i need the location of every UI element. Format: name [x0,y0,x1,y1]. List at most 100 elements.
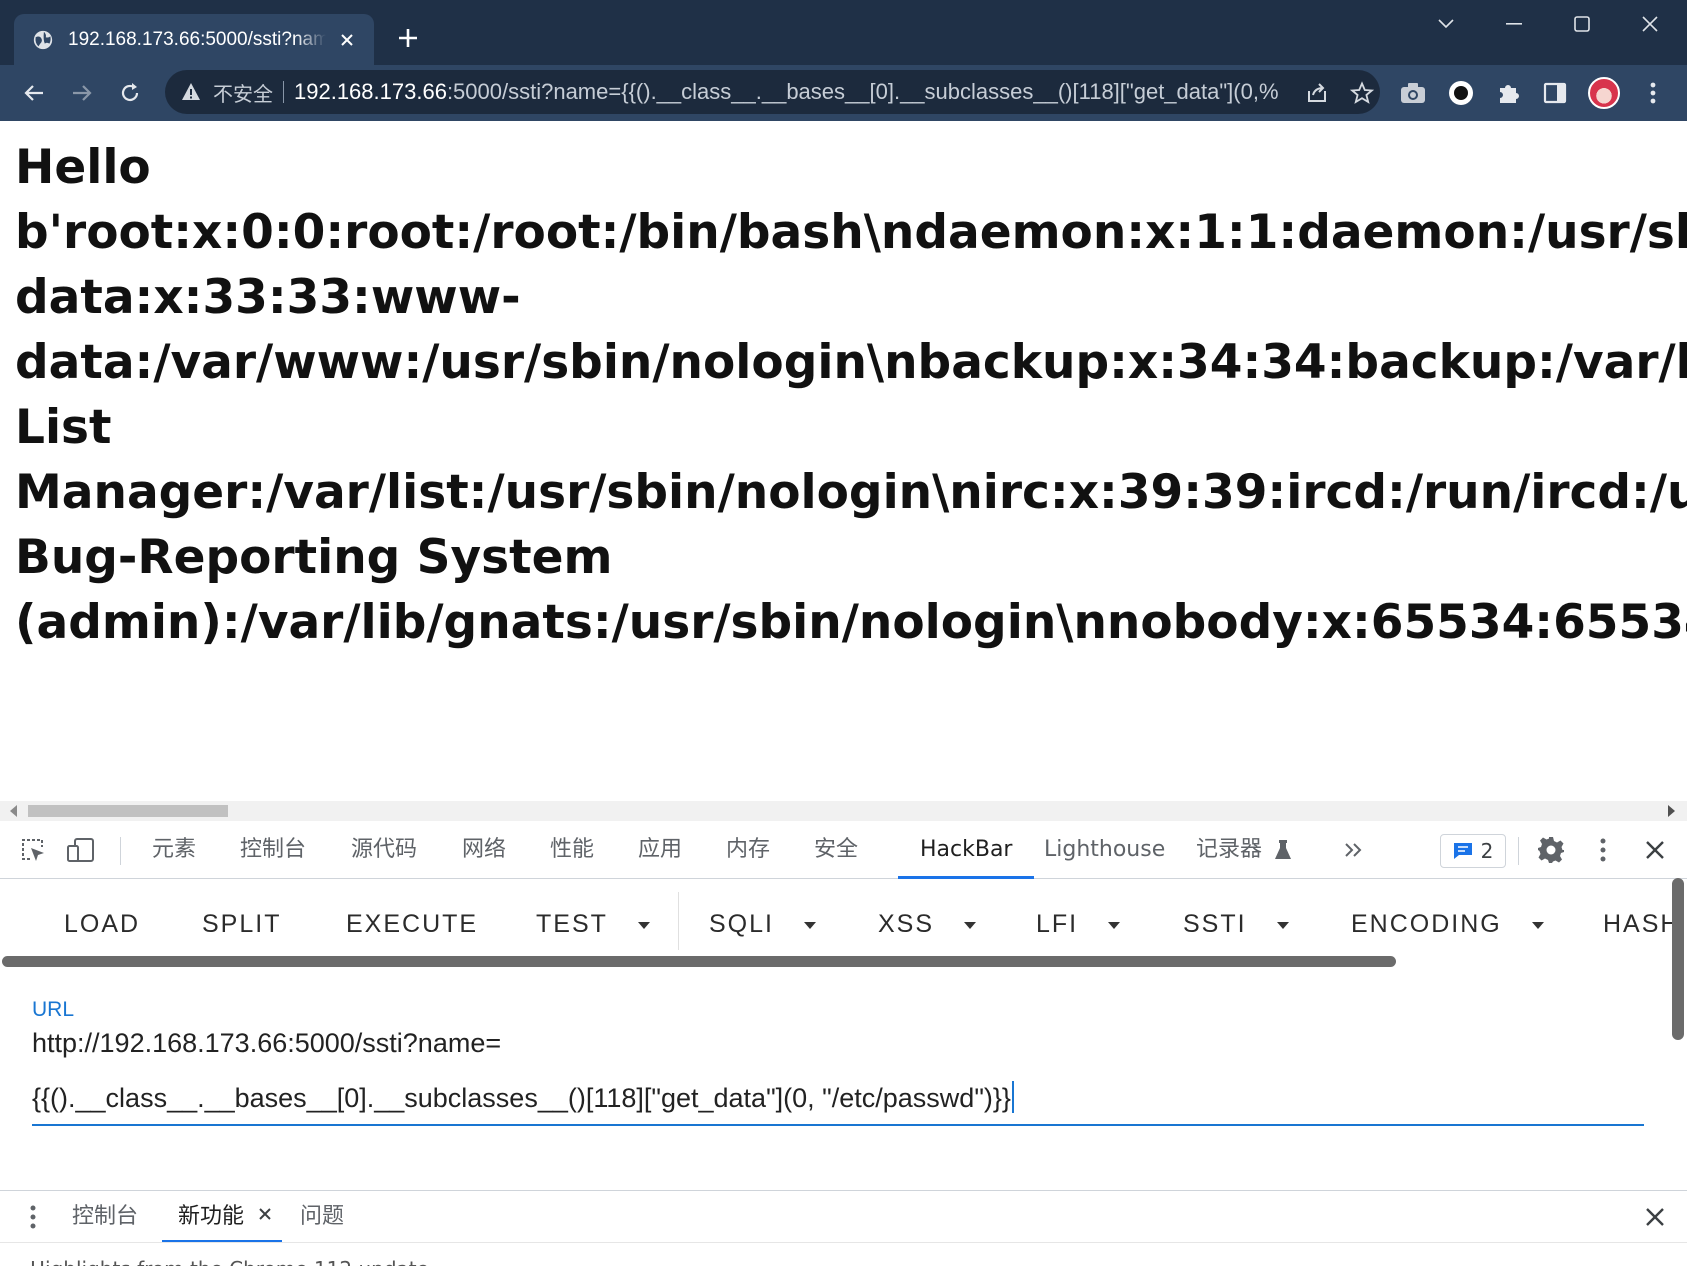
tab-recorder[interactable]: 记录器 [1196,837,1263,862]
maximize-button[interactable] [1558,8,1606,40]
xss-label: XSS [878,910,935,938]
tab-lighthouse[interactable]: Lighthouse [1044,837,1166,862]
lfi-label: LFI [1036,910,1079,938]
close-devtools-icon[interactable] [1640,835,1670,865]
drawer-content: Highlights from the Chrome 112 update [0,1242,1687,1266]
plus-icon [399,29,417,47]
tab-search-button[interactable] [1422,8,1470,40]
url-field-line: {{().__class__.__bases__[0].__subclasses… [32,1081,1014,1114]
sqli-label: SQLI [709,910,774,938]
profile-avatar[interactable] [1588,77,1620,109]
omnibox-divider [283,81,284,103]
close-drawer-tab-icon[interactable] [258,1206,272,1225]
ssti-label: SSTI [1183,910,1247,938]
security-label[interactable]: 不安全 [213,81,273,106]
close-drawer-icon[interactable] [1645,1207,1665,1231]
arrow-left-icon [24,85,43,101]
back-button[interactable] [16,75,52,111]
scroll-left-arrow[interactable] [10,805,17,817]
address-url[interactable]: 192.168.173.66:5000/ssti?name={{().__cla… [294,79,1279,105]
caret-down-icon [964,921,977,929]
share-icon[interactable] [1304,80,1330,106]
split-button[interactable]: SPLIT [202,910,282,938]
page-horizontal-scrollbar[interactable] [0,801,1687,821]
text-cursor [1011,1081,1014,1113]
close-tab-icon[interactable] [334,27,360,53]
heading-line: List [15,400,112,455]
sqli-menu-button[interactable]: SQLI [709,904,816,944]
browser-toolbar: 不安全 192.168.173.66:5000/ssti?name={{()._… [0,65,1687,121]
hackbar-divider [678,892,679,950]
tab-network[interactable]: 网络 [462,837,507,862]
extensions-puzzle-icon[interactable] [1494,78,1524,108]
tab-sources[interactable]: 源代码 [351,837,418,862]
forward-button[interactable] [64,75,100,111]
url-field[interactable]: URL http://192.168.173.66:5000/ssti?name… [32,998,1644,1126]
heading-line: Hello [15,140,151,195]
url-field-payload: {{().__class__.__bases__[0].__subclasses… [32,1083,1011,1113]
tab-hackbar[interactable]: HackBar [898,821,1035,879]
caret-down-icon [1531,921,1544,929]
heading-line: Bug-Reporting System [15,530,613,585]
record-extension-icon[interactable] [1446,78,1476,108]
minimize-button[interactable] [1490,8,1538,40]
message-icon [1453,843,1472,859]
globe-icon [33,30,53,49]
close-window-button[interactable] [1626,8,1674,40]
ssti-menu-button[interactable]: SSTI [1183,904,1289,944]
side-panel-icon[interactable] [1540,78,1570,108]
lfi-menu-button[interactable]: LFI [1036,904,1121,944]
whats-new-heading: Highlights from the Chrome 112 update [30,1257,429,1266]
reload-button[interactable] [112,75,148,111]
encoding-menu-button[interactable]: ENCODING [1351,904,1544,944]
drawer-menu-icon[interactable] [18,1202,48,1232]
screenshot-extension-icon[interactable] [1398,78,1428,108]
inspect-element-icon[interactable] [18,835,48,865]
reload-icon [121,83,139,102]
scroll-right-arrow[interactable] [1668,805,1675,817]
drawer-tab-issues[interactable]: 问题 [300,1204,345,1229]
scrollbar-thumb[interactable] [2,956,1396,967]
new-tab-button[interactable] [392,22,424,54]
url-field-line: http://192.168.173.66:5000/ssti?name= [32,1028,502,1058]
more-tabs-chevron-icon[interactable] [1339,835,1369,865]
xss-menu-button[interactable]: XSS [878,904,977,944]
hackbar-horizontal-scrollbar[interactable] [0,956,1687,968]
tab-application[interactable]: 应用 [638,837,683,862]
page-viewport: Hello b'root:x:0:0:root:/root:/bin/bash\… [0,121,1687,801]
bookmark-star-icon[interactable] [1349,80,1375,106]
caret-down-icon [1108,921,1121,929]
address-bar[interactable]: 不安全 192.168.173.66:5000/ssti?name={{()._… [165,70,1380,114]
tab-elements[interactable]: 元素 [152,837,197,862]
scrollbar-thumb[interactable] [28,805,228,817]
settings-gear-icon[interactable] [1536,835,1566,865]
heading-line: (admin):/var/lib/gnats:/usr/sbin/nologin… [15,595,1687,650]
browser-tab-active[interactable]: 192.168.173.66:5000/ssti?name [14,14,374,65]
test-menu-button[interactable]: TEST [536,904,650,944]
encoding-label: ENCODING [1351,910,1502,938]
load-button[interactable]: LOAD [64,910,141,938]
page-heading: Hello b'root:x:0:0:root:/root:/bin/bash\… [15,135,1687,655]
execute-button[interactable]: EXECUTE [346,910,479,938]
heading-line: b'root:x:0:0:root:/root:/bin/bash\ndaemo… [15,205,1687,260]
tab-security[interactable]: 安全 [814,837,859,862]
browser-menu-icon[interactable] [1638,78,1668,108]
tab-performance[interactable]: 性能 [550,837,595,862]
drawer-tab-whats-new[interactable]: 新功能 [162,1191,282,1243]
warning-icon [182,83,200,100]
caret-down-icon [1276,921,1289,929]
tab-console[interactable]: 控制台 [240,837,307,862]
devtools-vertical-scrollbar[interactable] [1672,878,1684,1040]
drawer-tab-whats-new-label: 新功能 [178,1204,245,1229]
tab-memory[interactable]: 内存 [726,837,771,862]
toolbar-divider [1518,837,1519,865]
issues-counter-button[interactable]: 2 [1440,834,1506,868]
device-toolbar-icon[interactable] [66,835,96,865]
hash-menu-button[interactable]: HASH [1603,910,1681,938]
devtools-drawer-tabbar: 控制台 新功能 问题 [0,1190,1687,1243]
drawer-tab-console[interactable]: 控制台 [72,1204,139,1229]
maximize-icon [1574,16,1590,32]
test-label: TEST [536,910,608,938]
browser-tabstrip: 192.168.173.66:5000/ssti?name [0,0,1687,65]
devtools-menu-icon[interactable] [1588,835,1618,865]
